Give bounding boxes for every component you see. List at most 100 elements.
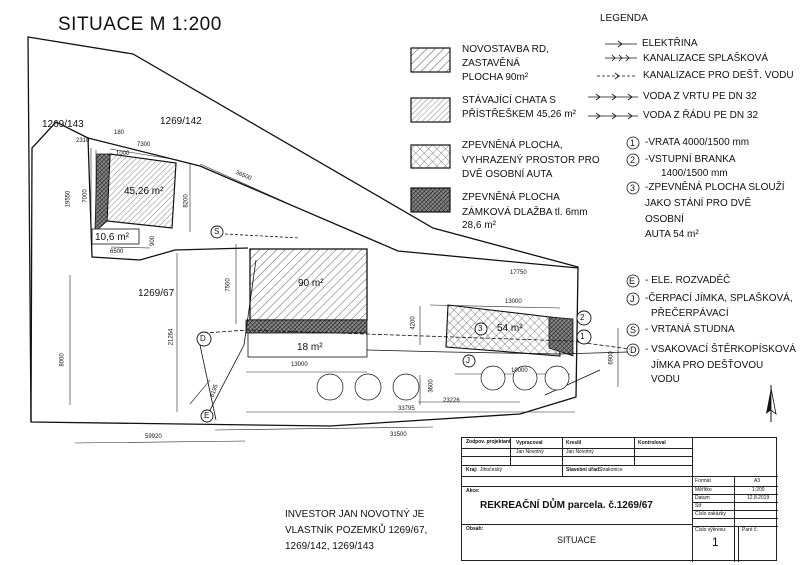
tb-akce: Akce:	[466, 488, 480, 494]
legend-line-symbols	[588, 40, 638, 120]
marker-1: 1	[580, 332, 585, 341]
dim-31500: 31500	[390, 432, 407, 438]
legend-gate: -VRATA 4000/1500 mm	[645, 137, 750, 148]
legend-parking-line3: DVĚ OSOBNÍ AUTA	[462, 169, 553, 180]
new-house	[249, 248, 368, 321]
dim-19550: 19550	[65, 190, 72, 208]
legend-sewer: KANALIZACE SPLAŠKOVÁ	[643, 53, 769, 64]
drawing-title: SITUACE M 1:200	[58, 14, 222, 35]
dim-33795: 33795	[398, 406, 415, 412]
area-cottage: 45,26 m²	[124, 186, 164, 197]
dim-13000: 13000	[291, 362, 308, 368]
dim-180: 180	[114, 130, 125, 136]
tb-vyprac-val: Jan Novotný	[516, 449, 544, 455]
tb-vykres: Číslo výkresu:	[695, 527, 727, 533]
legend-new-line2: ZASTAVĚNÁ	[462, 58, 520, 69]
tb-stav-val: Strakonice	[599, 467, 623, 473]
swatch-dlazba	[410, 187, 451, 213]
legend-electricity: ELEKTŘINA	[642, 38, 698, 49]
parcel-1269-143: 1269/143	[42, 119, 84, 130]
legend-cottage-line1: STÁVAJÍCÍ CHATA S	[462, 95, 556, 106]
marker-3: 3	[478, 324, 483, 333]
marker-d: D	[200, 334, 206, 343]
legend-wicket-2: 1400/1500 mm	[661, 168, 728, 179]
investor-line3: 1269/142, 1269/143	[285, 541, 374, 552]
legend-standing-4: AUTA 54 m²	[645, 229, 699, 240]
legend-soak-3: VODU	[651, 374, 680, 385]
soak-pits	[316, 365, 570, 401]
tb-vykres-val: 1	[712, 535, 719, 549]
dim-13000b: 13000	[505, 299, 522, 305]
parcel-1269-67: 1269/67	[138, 288, 175, 299]
tb-obsah: Obsah:	[466, 526, 484, 532]
legend-wicket-1: -VSTUPNÍ BRANKA	[645, 154, 736, 165]
legend-well: - VRTANÁ STUDNA	[645, 324, 735, 335]
legend-mains-water: VODA Z ŘÁDU PE DN 32	[643, 110, 759, 121]
dim-3600: 3600	[428, 379, 435, 393]
legend-distribution-board: - ELE. ROZVADĚČ	[645, 275, 731, 286]
dim-7000: 7000	[82, 189, 89, 203]
tb-kreslil: Kreslil	[566, 440, 582, 446]
dim-59920: 59920	[145, 434, 162, 440]
parking-area	[445, 304, 561, 357]
dim-4200: 4200	[410, 316, 417, 330]
house-pavement	[245, 319, 368, 334]
tb-stav: Stavební úřad:	[566, 467, 601, 473]
legend-paving-line1: ZPEVNĚNÁ PLOCHA	[462, 192, 560, 203]
legend-soak-1: - VSAKOVACÍ ŠTĚRKOPÍSKOVÁ	[645, 344, 796, 355]
tb-zakazka: Číslo zakázky	[695, 511, 726, 517]
tb-kraj: Kraj:	[466, 467, 478, 473]
swatch-novostavba	[410, 47, 451, 73]
area-small-paving: 10,6 m²	[95, 232, 129, 243]
tb-vyprac: Vypracoval	[516, 440, 543, 446]
plan-markers	[196, 225, 592, 423]
investor-line1: INVESTOR JAN NOVOTNÝ JE	[285, 509, 425, 520]
tb-stupen: Stř	[695, 503, 702, 509]
legend-parking-line1: ZPEVNĚNÁ PLOCHA,	[462, 140, 563, 151]
tb-meritko: Měřítko	[695, 487, 712, 493]
num-3: 3	[630, 183, 636, 193]
cottage-pavement	[94, 153, 111, 233]
legend-soak-2: JÍMKA PRO DEŠŤOVOU	[651, 360, 764, 371]
marker-e: E	[204, 411, 210, 420]
legend-standing-1: -ZPEVNĚNÁ PLOCHA SLOUŽÍ	[645, 182, 785, 193]
legend-new-line3: PLOCHA 90m²	[462, 72, 529, 83]
dim-900: 900	[150, 235, 157, 247]
dim-21264: 21264	[168, 328, 175, 346]
tb-pare: Paré č.	[742, 527, 758, 533]
legend-parking-line2: VYHRAZENÝ PROSTOR PRO	[462, 155, 600, 166]
marker-s: S	[214, 227, 220, 236]
tb-datum-val: 12.8.2019	[747, 495, 770, 501]
dim-8200: 8200	[183, 194, 190, 208]
legend-paving-line2: ZÁMKOVÁ DLAŽBA tl. 6mm	[462, 207, 588, 218]
dim-10000: 10000	[511, 368, 528, 374]
dim-7300: 7300	[137, 142, 151, 148]
tb-format-val: A3	[754, 478, 761, 484]
dim-23226: 23226	[443, 398, 460, 404]
num-1: 1	[630, 138, 636, 148]
legend-standing-2: JAKO STÁNÍ PRO DVĚ	[645, 198, 752, 209]
legend-pump-tank-1: -ČERPACÍ JÍMKA, SPLAŠKOVÁ,	[645, 293, 793, 304]
legend-paving-line3: 28,6 m²	[462, 220, 496, 231]
legend-well-water: VODA Z VRTU PE DN 32	[643, 91, 757, 102]
tb-kreslil-val: Jan Novotný	[566, 449, 594, 455]
letter-s: S	[630, 325, 637, 335]
dim-1000: 1000	[116, 151, 130, 157]
tb-zodp: Zodpov. projektant	[466, 439, 511, 445]
legend-standing-3: OSOBNÍ	[645, 214, 684, 225]
legend-heading: LEGENDA	[600, 13, 648, 24]
num-2: 2	[630, 155, 636, 165]
marker-j: J	[466, 356, 470, 365]
tb-datum: Datum	[695, 495, 710, 501]
small-paved-area	[91, 228, 140, 245]
title-block: Zodpov. projektant Vypracoval Kreslil Ko…	[461, 437, 778, 562]
letter-j: J	[630, 294, 635, 304]
parcel-1269-142: 1269/142	[160, 116, 202, 127]
dim-8000: 8000	[59, 353, 66, 367]
swatch-chata	[410, 97, 451, 123]
utility-lines	[199, 233, 631, 421]
tb-format: Formát	[695, 478, 711, 484]
plot-boundary	[27, 36, 579, 427]
marker-2: 2	[580, 313, 585, 322]
